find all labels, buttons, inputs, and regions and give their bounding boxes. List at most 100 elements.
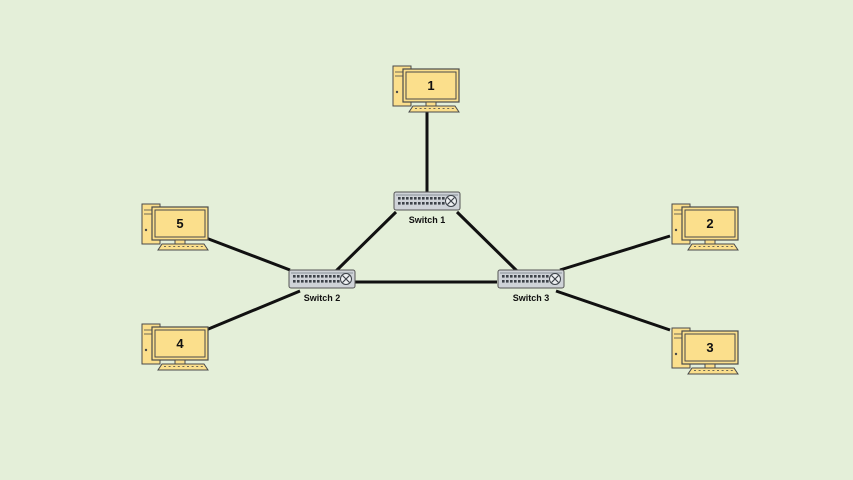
- computer-pc4: 4: [141, 323, 209, 371]
- computer-pc5: 5: [141, 203, 209, 251]
- port-icon: [530, 275, 533, 278]
- port-icon: [293, 275, 296, 278]
- port-icon: [510, 275, 513, 278]
- computer-label: 1: [427, 78, 434, 93]
- port-icon: [526, 275, 529, 278]
- port-icon: [534, 280, 537, 283]
- port-icon: [546, 275, 549, 278]
- port-icon: [333, 275, 336, 278]
- port-icon: [422, 202, 425, 205]
- port-icon: [321, 280, 324, 283]
- port-icon: [422, 197, 425, 200]
- switch-body: [497, 269, 565, 289]
- port-icon: [337, 275, 340, 278]
- keyboard-icon: [687, 367, 739, 375]
- power-led: [395, 90, 399, 94]
- port-icon: [325, 275, 328, 278]
- port-icon: [333, 280, 336, 283]
- monitor-stand: [425, 101, 437, 107]
- port-icon: [337, 280, 340, 283]
- port-icon: [297, 280, 300, 283]
- port-icon: [534, 275, 537, 278]
- link-pc2-s3: [559, 234, 671, 272]
- port-icon: [309, 275, 312, 278]
- port-icon: [418, 202, 421, 205]
- port-icon: [321, 275, 324, 278]
- switch-s3: Switch 3: [497, 269, 565, 303]
- port-icon: [398, 197, 401, 200]
- port-icon: [438, 197, 441, 200]
- port-icon: [522, 275, 525, 278]
- port-icon: [538, 280, 541, 283]
- port-icon: [514, 275, 517, 278]
- port-icon: [398, 202, 401, 205]
- port-icon: [402, 197, 405, 200]
- monitor-screen: [684, 333, 736, 362]
- switch-body: [393, 191, 461, 211]
- power-led: [674, 352, 678, 356]
- monitor-screen: [405, 71, 457, 100]
- port-icon: [313, 275, 316, 278]
- port-icon: [518, 275, 521, 278]
- port-icon: [546, 280, 549, 283]
- monitor-stand: [174, 239, 186, 245]
- keyboard-icon: [687, 243, 739, 251]
- port-icon: [430, 202, 433, 205]
- switch-label: Switch 2: [304, 293, 341, 303]
- port-icon: [418, 197, 421, 200]
- computer-pc2: 2: [671, 203, 739, 251]
- port-icon: [530, 280, 533, 283]
- port-icon: [526, 280, 529, 283]
- links-layer: [205, 112, 671, 332]
- keyboard-icon: [408, 105, 460, 113]
- link-s1-s2: [334, 210, 398, 273]
- computer-label: 3: [706, 340, 713, 355]
- nodes-layer: Switch 1 Switch 2 Switch 3 1 2 3 4 5: [141, 65, 739, 375]
- port-icon: [502, 280, 505, 283]
- port-icon: [502, 275, 505, 278]
- port-icon: [325, 280, 328, 283]
- port-icon: [406, 202, 409, 205]
- switch-label: Switch 3: [513, 293, 550, 303]
- link-pc3-s3: [555, 289, 671, 332]
- port-icon: [402, 202, 405, 205]
- port-icon: [434, 202, 437, 205]
- computer-label: 2: [706, 216, 713, 231]
- computer-pc3: 3: [671, 327, 739, 375]
- port-icon: [538, 275, 541, 278]
- port-icon: [426, 202, 429, 205]
- computer-label: 4: [176, 336, 184, 351]
- monitor-screen: [154, 209, 206, 238]
- port-icon: [329, 280, 332, 283]
- switch-s1: Switch 1: [393, 191, 461, 225]
- switch-body: [288, 269, 356, 289]
- port-icon: [293, 280, 296, 283]
- computer-label: 5: [176, 216, 183, 231]
- monitor-stand: [704, 363, 716, 369]
- port-icon: [317, 280, 320, 283]
- monitor-screen: [154, 329, 206, 358]
- keyboard-icon: [157, 243, 209, 251]
- fan-arrows-icon: [551, 275, 559, 283]
- monitor-stand: [704, 239, 716, 245]
- computer-pc1: 1: [392, 65, 460, 113]
- fan-arrows-icon: [342, 275, 350, 283]
- port-icon: [317, 275, 320, 278]
- keyboard-icon: [157, 363, 209, 371]
- switch-label: Switch 1: [409, 215, 446, 225]
- monitor-screen: [684, 209, 736, 238]
- port-icon: [305, 275, 308, 278]
- port-icon: [442, 202, 445, 205]
- link-pc5-s2: [205, 236, 291, 272]
- port-icon: [434, 197, 437, 200]
- port-icon: [514, 280, 517, 283]
- port-icon: [542, 275, 545, 278]
- port-icon: [305, 280, 308, 283]
- port-icon: [301, 280, 304, 283]
- port-icon: [522, 280, 525, 283]
- power-led: [144, 348, 148, 352]
- switch-s2: Switch 2: [288, 269, 356, 303]
- port-icon: [410, 202, 413, 205]
- link-s1-s3: [455, 210, 519, 273]
